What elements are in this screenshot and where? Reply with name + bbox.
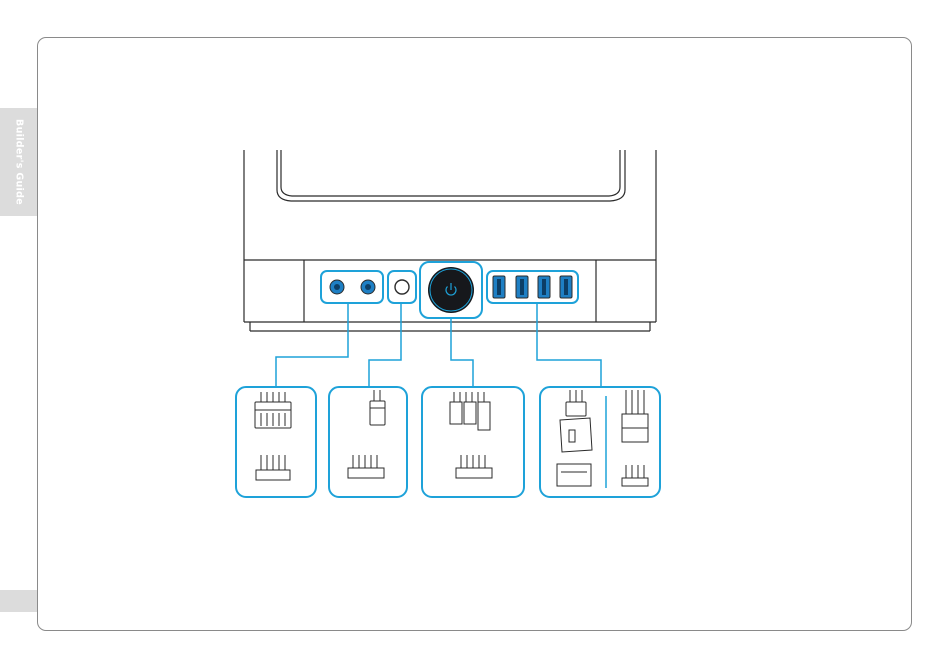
- callout-box-audio: [236, 387, 316, 497]
- usb-port-icon: [493, 276, 505, 298]
- usb-port-icon: [516, 276, 528, 298]
- audio-jacks: [321, 271, 383, 303]
- power-button: [420, 262, 482, 318]
- reset-button: [388, 271, 416, 303]
- callout-lines: [276, 303, 601, 388]
- callout-box-power: [422, 387, 524, 497]
- usb-ports: [487, 271, 578, 303]
- callout-box-reset: [329, 387, 407, 497]
- callout-box-usb: [540, 387, 660, 497]
- usb-port-icon: [538, 276, 550, 298]
- usb-port-icon: [560, 276, 572, 298]
